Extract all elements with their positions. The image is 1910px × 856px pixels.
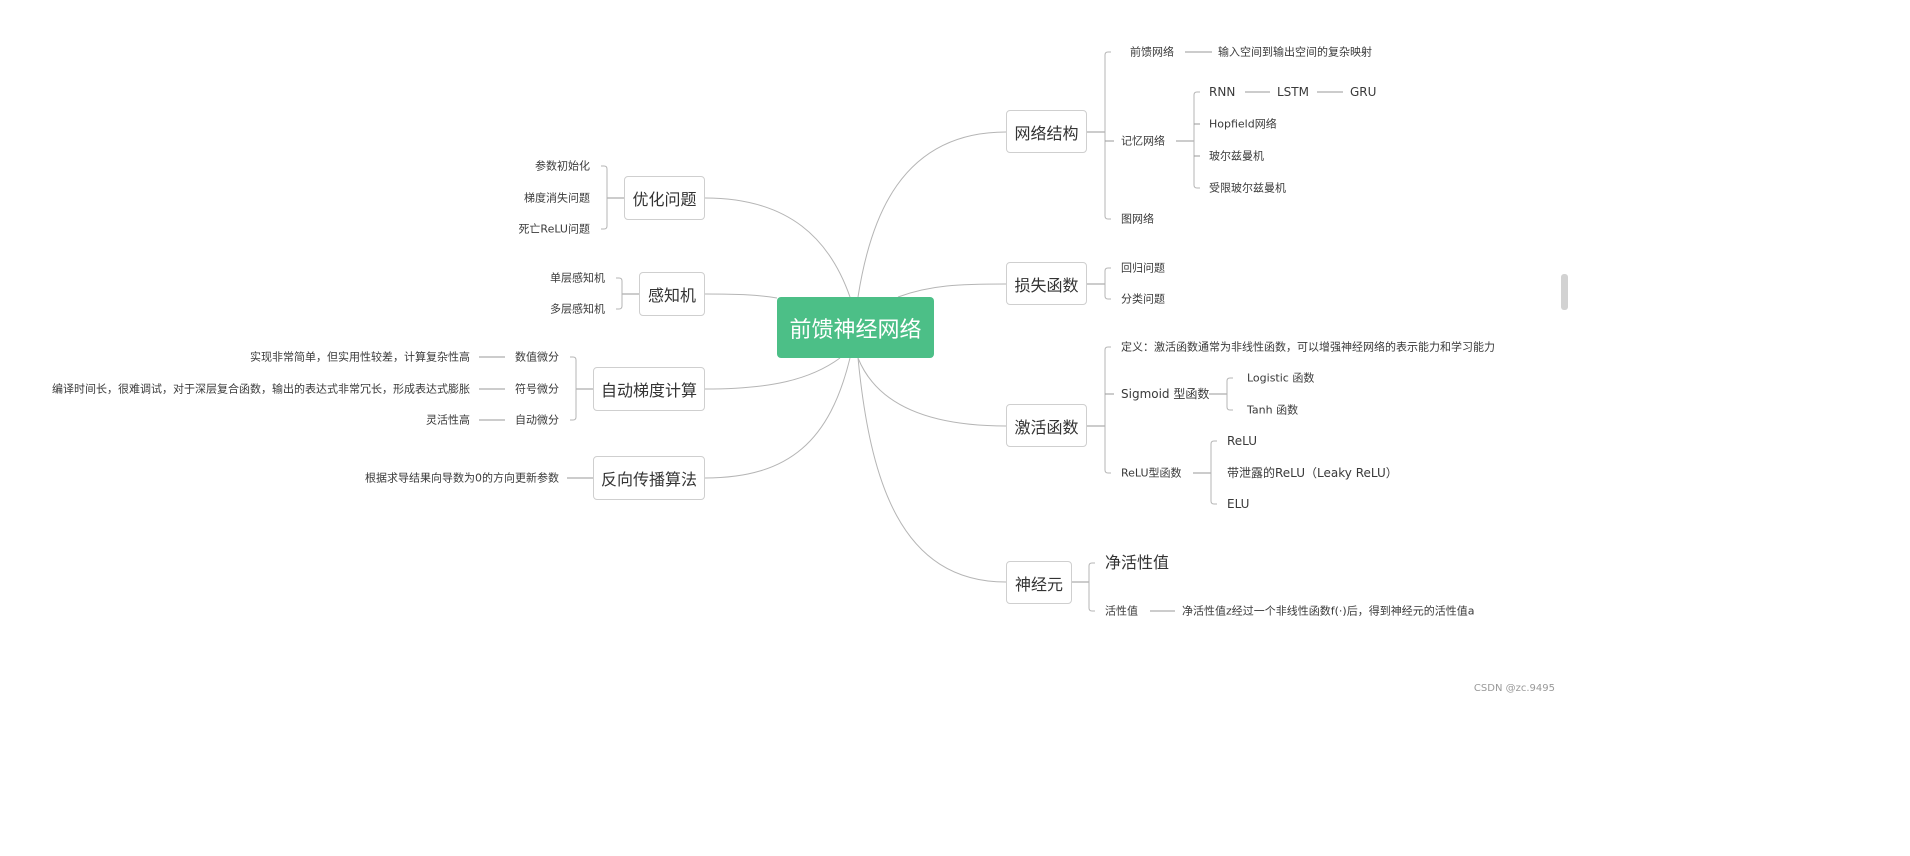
leaf-logistic[interactable]: Logistic 函数 [1247, 371, 1315, 385]
leaf-graph-network[interactable]: 图网络 [1121, 212, 1154, 226]
leaf-memory-network[interactable]: 记忆网络 [1121, 134, 1165, 148]
node-autodiff[interactable]: 自动梯度计算 [593, 367, 705, 411]
leaf-numeric-diff-desc[interactable]: 实现非常简单，但实用性较差，计算复杂性高 [250, 350, 470, 364]
leaf-vanishing-gradient[interactable]: 梯度消失问题 [524, 191, 590, 205]
root-node[interactable]: 前馈神经网络 [777, 297, 934, 358]
leaf-auto-diff-desc[interactable]: 灵活性高 [426, 413, 470, 427]
leaf-sigmoid[interactable]: Sigmoid 型函数 [1121, 387, 1210, 401]
leaf-symbolic-diff[interactable]: 符号微分 [515, 382, 559, 396]
leaf-backprop-desc[interactable]: 根据求导结果向导数为0的方向更新参数 [365, 471, 559, 485]
leaf-regression[interactable]: 回归问题 [1121, 261, 1165, 275]
leaf-activation-value[interactable]: 活性值 [1105, 604, 1138, 618]
leaf-single-perceptron[interactable]: 单层感知机 [550, 271, 605, 285]
leaf-feedforward-network[interactable]: 前馈网络 [1130, 45, 1174, 59]
leaf-dead-relu[interactable]: 死亡ReLU问题 [518, 222, 590, 236]
leaf-rnn[interactable]: RNN [1209, 85, 1236, 99]
leaf-numeric-diff[interactable]: 数值微分 [515, 350, 559, 364]
node-activation-function[interactable]: 激活函数 [1006, 404, 1087, 447]
leaf-feedforward-desc[interactable]: 输入空间到输出空间的复杂映射 [1218, 45, 1372, 59]
node-backprop[interactable]: 反向传播算法 [593, 456, 705, 500]
node-optimization[interactable]: 优化问题 [624, 176, 705, 220]
leaf-param-init[interactable]: 参数初始化 [535, 159, 590, 173]
leaf-relu[interactable]: ReLU [1227, 434, 1258, 448]
leaf-relu-type[interactable]: ReLU型函数 [1121, 466, 1182, 480]
leaf-multi-perceptron[interactable]: 多层感知机 [550, 302, 605, 316]
leaf-lstm[interactable]: LSTM [1277, 85, 1309, 99]
leaf-symbolic-diff-desc[interactable]: 编译时间长，很难调试，对于深层复合函数，输出的表达式非常冗长，形成表达式膨胀 [52, 382, 470, 396]
leaf-classification[interactable]: 分类问题 [1121, 292, 1165, 306]
mindmap-canvas: 前馈神经网络 网络结构 损失函数 激活函数 神经元 优化问题 感知机 自动梯度计… [52, 45, 1568, 694]
leaf-auto-diff[interactable]: 自动微分 [515, 413, 559, 427]
vertical-scrollbar[interactable] [1561, 274, 1568, 310]
leaf-net-activation[interactable]: 净活性值 [1105, 553, 1170, 572]
leaf-boltzmann[interactable]: 玻尔兹曼机 [1209, 149, 1264, 163]
node-neuron[interactable]: 神经元 [1006, 561, 1072, 604]
leaf-tanh[interactable]: Tanh 函数 [1247, 403, 1299, 417]
node-loss-function[interactable]: 损失函数 [1006, 262, 1087, 305]
leaf-gru[interactable]: GRU [1350, 85, 1377, 99]
node-network-structure[interactable]: 网络结构 [1006, 110, 1087, 153]
leaf-elu[interactable]: ELU [1227, 497, 1250, 511]
node-perceptron[interactable]: 感知机 [639, 272, 705, 316]
watermark: CSDN @zc.9495 [1473, 683, 1555, 694]
leaf-activation-definition[interactable]: 定义：激活函数通常为非线性函数，可以增强神经网络的表示能力和学习能力 [1121, 340, 1495, 354]
connector-lines [479, 51, 1343, 612]
leaf-rbm[interactable]: 受限玻尔兹曼机 [1209, 181, 1286, 195]
leaf-hopfield[interactable]: Hopfield网络 [1209, 117, 1277, 131]
leaf-leaky-relu[interactable]: 带泄露的ReLU（Leaky ReLU） [1227, 466, 1398, 480]
leaf-activation-value-desc[interactable]: 净活性值z经过一个非线性函数f(·)后，得到神经元的活性值a [1182, 604, 1475, 618]
